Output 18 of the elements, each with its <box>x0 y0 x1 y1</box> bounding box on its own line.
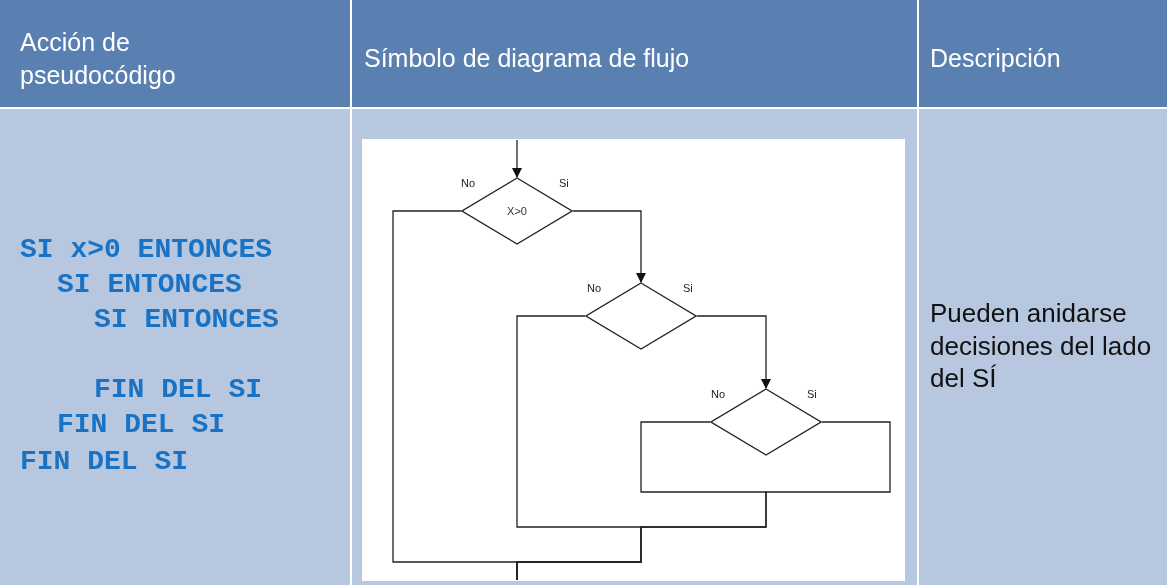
decision-diamond <box>585 282 697 350</box>
pseudocode-line: FIN DEL SI <box>57 411 226 439</box>
arrow <box>696 315 771 389</box>
pseudocode-line: SI x>0 ENTONCES <box>20 236 273 264</box>
pseudocode-line: FIN DEL SI <box>94 376 263 404</box>
arrow <box>512 139 522 178</box>
pseudocode-line: FIN DEL SI <box>20 448 189 476</box>
decision-diamond <box>461 177 573 245</box>
column-header: Acción de pseudocódigo <box>20 27 177 91</box>
column-header: Símbolo de diagrama de flujo <box>364 43 691 74</box>
condition-text: X>0 <box>507 205 527 217</box>
pseudocode-line: SI ENTONCES <box>94 306 279 334</box>
description-text: Pueden anidarse decisiones del lado del SÍ <box>930 297 1153 395</box>
decision-diamond <box>710 388 822 456</box>
arrow <box>572 210 646 283</box>
connector-line <box>516 421 891 581</box>
column-header: Descripción <box>930 43 1062 74</box>
pseudocode-line: SI ENTONCES <box>57 271 242 299</box>
